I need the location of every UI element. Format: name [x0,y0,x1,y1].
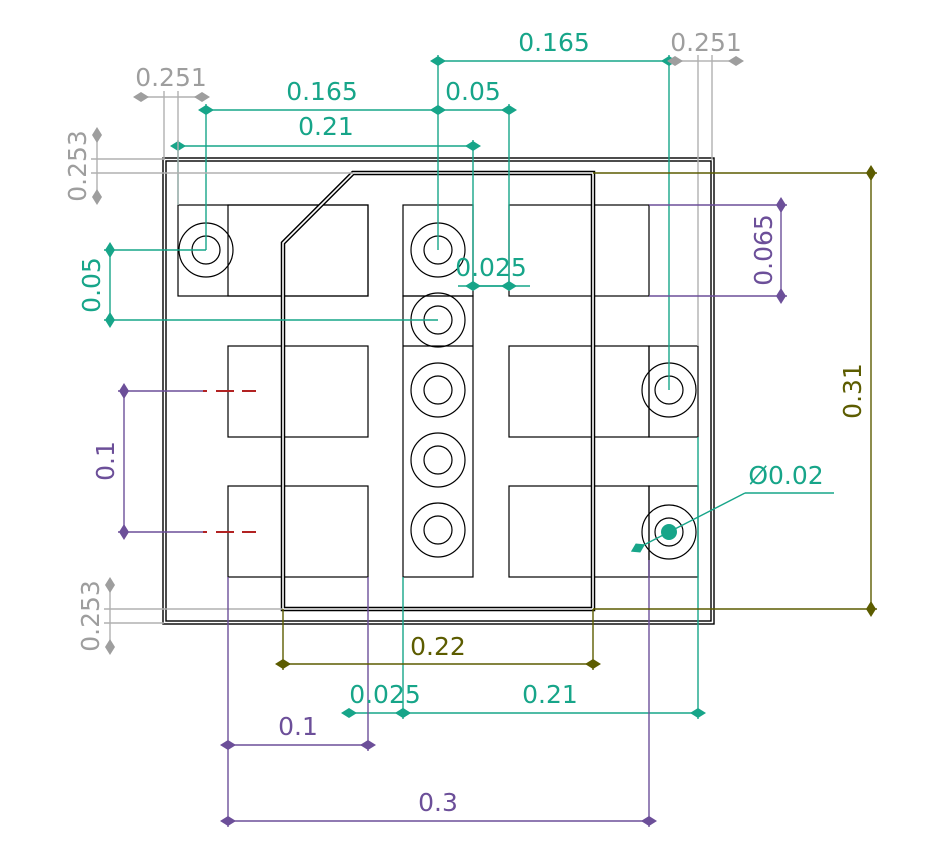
dim-label-purple-01-bottom: 0.1 [278,712,318,741]
dim-label-purple-0065: 0.065 [749,214,778,286]
green-dimensions [104,55,834,719]
pad-bottom-right [508,485,650,578]
hole-center-3 [410,432,466,488]
courtyard-outline [280,170,596,612]
reference-marks [203,390,256,533]
dim-label-green-021-bottom: 0.21 [522,680,578,709]
dim-label-gray-0253-top: 0.253 [63,130,92,202]
dimension-labels: 0.165 0.251 0.251 0.165 0.05 0.21 0.253 … [63,28,867,817]
dim-label-top-gray-0251-left: 0.251 [135,63,207,92]
dim-label-top-green-0165: 0.165 [518,28,590,57]
dim-label-olive-022: 0.22 [410,632,466,661]
olive-dimensions [275,165,877,670]
dim-label-green-0025-bottom: 0.025 [349,680,421,709]
dim-label-top-gray-0251-right: 0.251 [670,28,742,57]
pad-top-right [508,204,650,297]
pad-top-left-inner [227,204,369,297]
dim-label-green-0025-mid: 0.025 [455,253,527,282]
dim-label-green-005-left: 0.05 [77,257,106,313]
dim-label-green-021-top: 0.21 [298,112,354,141]
pad-group [177,204,699,578]
gray-dimensions [91,55,744,655]
pad-center-column [402,295,474,578]
dim-label-green-0165-left: 0.165 [286,77,358,106]
purple-dimensions [118,197,787,827]
dim-label-purple-03-bottom: 0.3 [418,788,458,817]
dim-label-green-005-top: 0.05 [445,77,501,106]
dim-label-olive-031: 0.31 [838,363,867,419]
dim-label-gray-0253-bottom: 0.253 [76,580,105,652]
hole-center-4 [410,502,466,558]
dim-label-purple-01-left: 0.1 [91,441,120,481]
pad-mid-right [508,345,650,438]
dim-label-diameter-002: Ø0.02 [748,461,823,490]
pad-mid-right-small [648,345,699,438]
hole-group [178,222,697,560]
hole-center-2 [410,362,466,418]
